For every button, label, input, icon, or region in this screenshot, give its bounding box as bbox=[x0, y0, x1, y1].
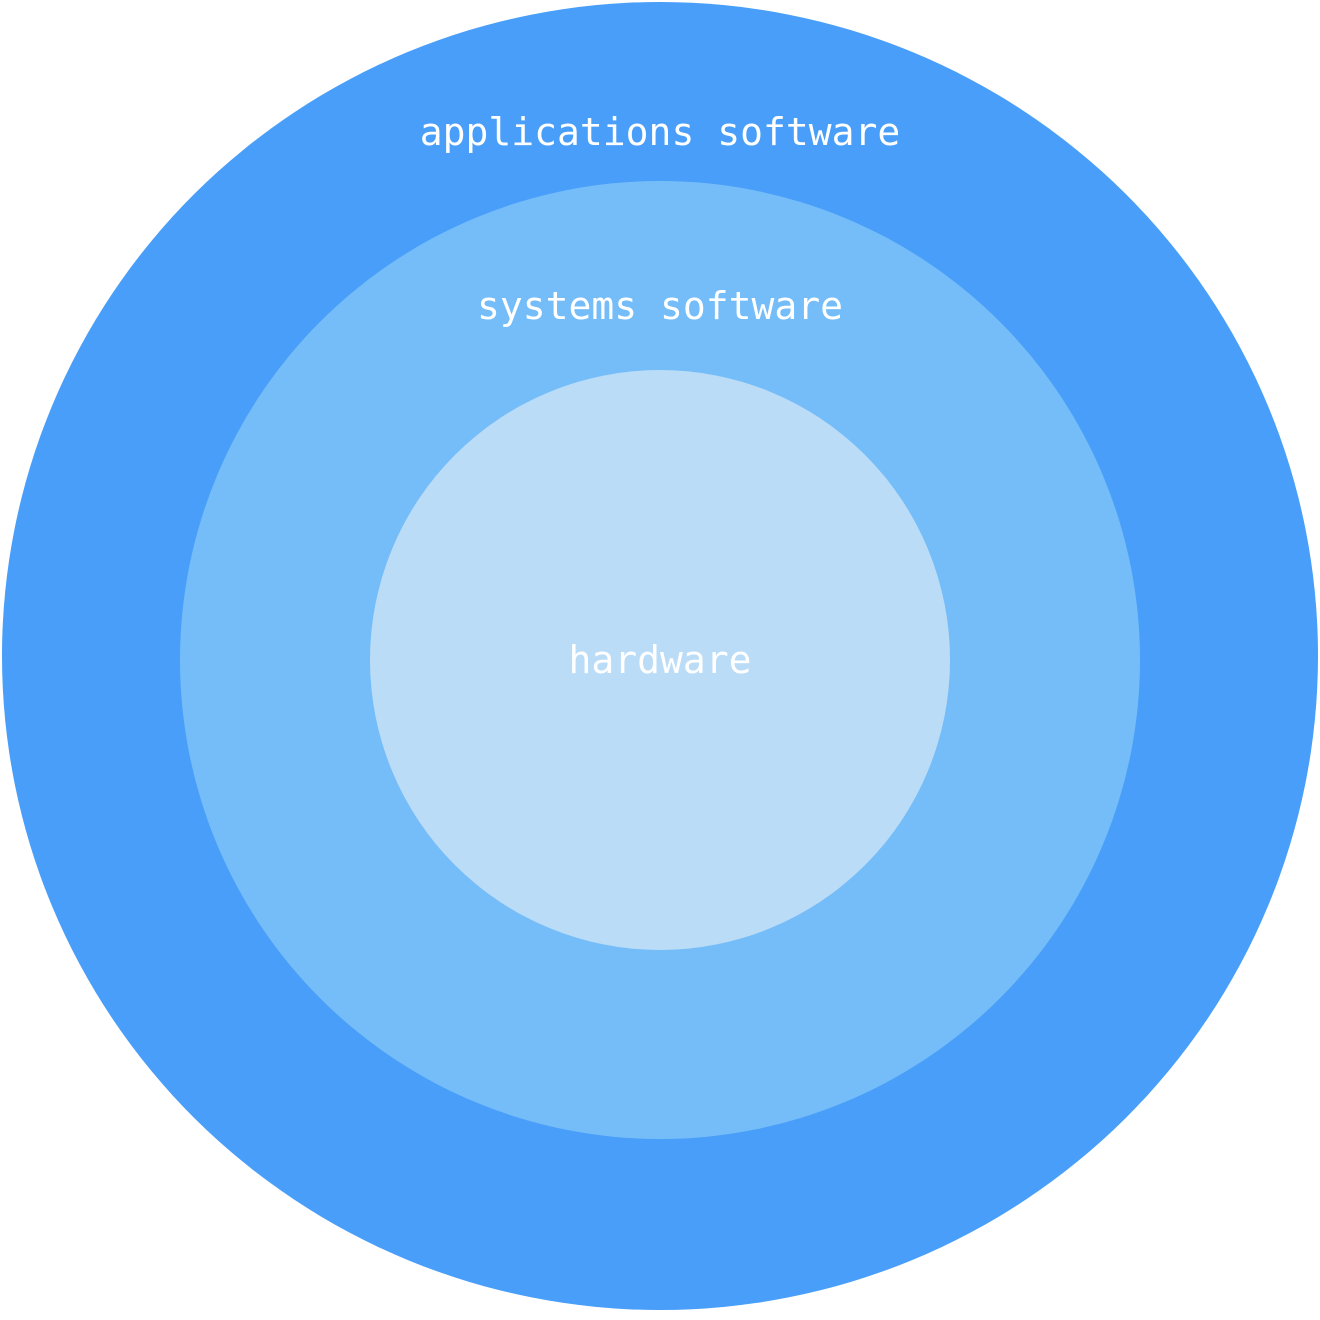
hardware-ring bbox=[370, 370, 950, 950]
systems-software-label: systems software bbox=[476, 284, 844, 328]
hardware-label: hardware bbox=[568, 638, 752, 682]
applications-software-label: applications software bbox=[419, 110, 901, 154]
